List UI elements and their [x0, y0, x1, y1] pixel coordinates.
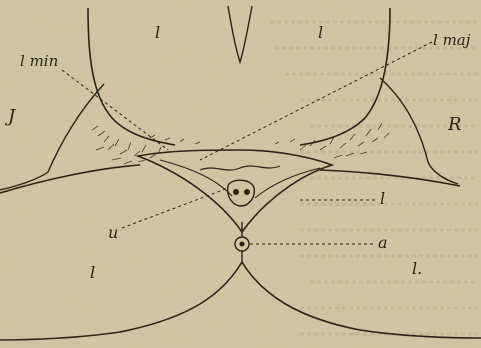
spot-right-dot: [244, 189, 250, 195]
ring-a-center: [240, 242, 245, 247]
spot-left-dot: [233, 189, 239, 195]
label-l-top-right: l: [318, 23, 323, 42]
label-l-min: l min: [20, 52, 58, 70]
label-R: R: [447, 114, 462, 135]
label-l-top-left: l: [155, 23, 160, 42]
label-a: a: [378, 233, 388, 252]
label-l-bottom-right: l.: [412, 259, 422, 278]
label-l-maj: l maj: [433, 31, 471, 49]
label-l-bottom-left: l: [90, 263, 95, 282]
label-u: u: [108, 223, 118, 242]
label-l-mid-right: l: [380, 189, 385, 208]
